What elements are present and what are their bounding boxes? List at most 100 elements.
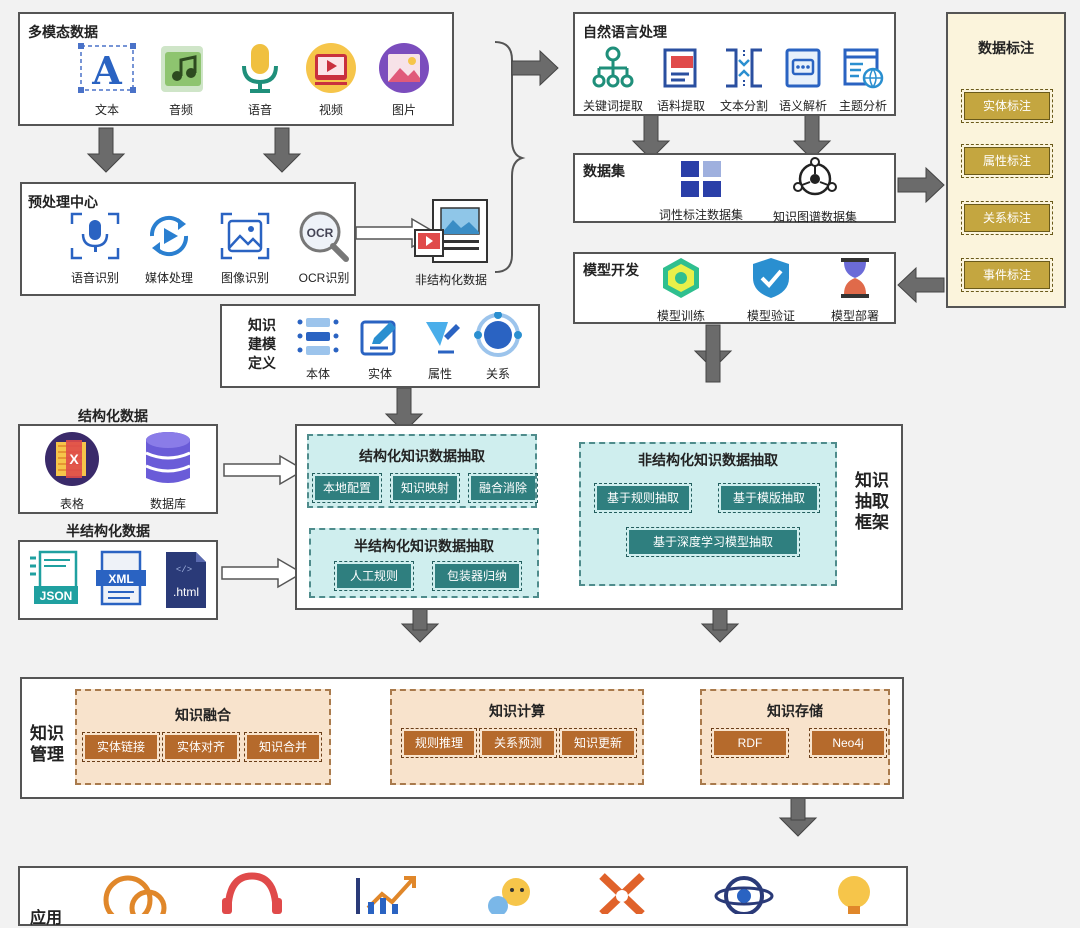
- knowledge-merge: 知识合并: [244, 732, 322, 762]
- ontology-list-icon: [297, 318, 339, 355]
- annotation-attribute: 属性标注: [961, 144, 1053, 178]
- html-file-icon: </> .html: [166, 552, 206, 608]
- kg-schema-title: 知识 建模 定义: [248, 317, 276, 371]
- annotation-event: 事件标注: [961, 258, 1053, 292]
- chat-bubbles-icon: [103, 875, 167, 914]
- text-icon: A: [78, 43, 136, 93]
- fusion-elimination: 融合消除: [468, 473, 538, 503]
- database-item: 数据库: [136, 430, 200, 512]
- extraction-framework-box: 结构化知识数据抽取 本地配置 知识映射 融合消除 半结构化知识数据抽取 人工规则…: [295, 424, 903, 610]
- model-deployment-label: 模型部署: [830, 309, 879, 323]
- model-dev-box: 模型开发 模型训练 模型验证 模型部署: [573, 252, 896, 324]
- arrow-down: [694, 324, 732, 370]
- media-processing-label: 媒体处理: [144, 271, 193, 285]
- kg-schema-box: 知识 建模 定义 本体 实体 属性: [220, 304, 540, 388]
- users-icon: [488, 878, 530, 914]
- annotation-entity: 实体标注: [961, 89, 1053, 123]
- wrapper-induction: 包装器归纳: [432, 561, 522, 591]
- knowledge-mapping: 知识映射: [390, 473, 460, 503]
- annotation-relation: 关系标注: [961, 201, 1053, 235]
- application-box: 应用: [18, 866, 908, 927]
- arrow-right: [223, 455, 305, 485]
- svg-text:OCR: OCR: [307, 226, 334, 240]
- model-validation-label: 模型验证: [746, 309, 795, 323]
- knowledge-update: 知识更新: [559, 728, 637, 758]
- attribute-pen-icon: [426, 322, 460, 354]
- arrow-right: [511, 50, 559, 86]
- pos-dataset-item: 词性标注数据集: [641, 161, 761, 223]
- knowledge-compute-title: 知识计算: [489, 703, 545, 719]
- training-hexagon-icon: [663, 258, 699, 298]
- structured-data-title: 结构化数据: [78, 408, 148, 424]
- audio-label: 音频: [168, 103, 193, 117]
- semi-extraction-panel: 半结构化知识数据抽取 人工规则 包装器归纳: [309, 528, 539, 598]
- entity-item: 实体: [356, 316, 404, 382]
- growth-chart-icon: [356, 876, 416, 914]
- chat-parse-icon: [785, 48, 821, 88]
- ocr-magnifier-icon: OCR: [299, 211, 349, 262]
- relation-label: 关系: [485, 367, 510, 381]
- keyword-extraction-label: 关键词提取: [582, 99, 643, 113]
- multimodal-title: 多模态数据: [28, 24, 98, 40]
- rdf-storage: RDF: [711, 728, 789, 758]
- entity-linking: 实体链接: [82, 732, 160, 762]
- preprocess-title: 预处理中心: [28, 194, 98, 210]
- local-config: 本地配置: [312, 473, 382, 503]
- shield-check-icon: [753, 258, 789, 298]
- multimodal-data-box: 多模态数据 A 文本 音频 语音: [18, 12, 454, 126]
- image-recognition-icon: [220, 212, 270, 260]
- brace: [494, 41, 526, 273]
- neo4j-storage: Neo4j: [809, 728, 887, 758]
- ocr-recognition-label: OCR识别: [298, 271, 350, 285]
- table-item: X 表格: [40, 430, 104, 512]
- model-training-label: 模型训练: [656, 309, 705, 323]
- ocr-recognition-item: OCR OCR识别: [286, 210, 362, 286]
- svg-text:</>: </>: [176, 565, 192, 575]
- grid-dataset-icon: [681, 161, 721, 197]
- split-icon: [726, 48, 762, 88]
- text-label: 文本: [94, 103, 119, 117]
- relation-item: 关系: [472, 311, 524, 382]
- image-recognition-item: 图像识别: [210, 210, 280, 286]
- attribute-item: 属性: [416, 316, 464, 382]
- svg-text:JSON: JSON: [40, 589, 73, 603]
- knowledge-graph-icon: [793, 157, 837, 196]
- arrow-down: [263, 127, 301, 173]
- rule-reasoning: 规则推理: [401, 728, 477, 758]
- semi-structured-box: JSON XML </> .html: [18, 540, 218, 620]
- svg-text:X: X: [69, 451, 79, 467]
- corpus-extraction-label: 语料提取: [656, 99, 705, 113]
- unstructured-extraction-panel: 非结构化知识数据抽取 基于规则抽取 基于模版抽取 基于深度学习模型抽取: [579, 442, 837, 586]
- knowledge-storage-panel: 知识存储 RDF Neo4j: [700, 689, 890, 785]
- crossroads-icon: [599, 873, 645, 914]
- topic-analysis-item: 主题分析: [831, 46, 895, 114]
- corpus-extraction-item: 语料提取: [647, 46, 715, 114]
- image-recognition-label: 图像识别: [220, 271, 269, 285]
- lightbulb-icon: [838, 876, 870, 914]
- video-icon: [306, 43, 356, 93]
- svg-text:A: A: [91, 48, 122, 93]
- unstructured-data-item: 非结构化数据: [406, 196, 496, 288]
- semantic-parsing-label: 语义解析: [778, 99, 827, 113]
- arrow-left: [897, 267, 945, 303]
- nlp-box: 自然语言处理 关键词提取 语料提取 文本分割 语义: [573, 12, 896, 116]
- speech-recognition-label: 语音识别: [70, 271, 119, 285]
- semi-structured-title: 半结构化数据: [66, 523, 150, 539]
- video-item: 视频: [296, 42, 366, 118]
- knowledge-management-box: 知识 管理 知识融合 实体链接 实体对齐 知识合并 知识计算 规则推理 关系预测…: [20, 677, 904, 799]
- template-based-extraction: 基于模版抽取: [718, 483, 820, 513]
- topic-analysis-label: 主题分析: [838, 99, 887, 113]
- pos-dataset-label: 词性标注数据集: [658, 208, 743, 222]
- extraction-framework-title: 知识 抽取 框架: [855, 471, 889, 532]
- ontology-label: 本体: [305, 367, 330, 381]
- microphone-icon: [242, 44, 278, 93]
- kg-dataset-item: 知识图谱数据集: [755, 157, 875, 225]
- ontology-item: 本体: [294, 316, 342, 382]
- entity-label: 实体: [367, 367, 392, 381]
- arrow-right: [221, 558, 303, 588]
- hierarchy-icon: [592, 46, 634, 88]
- relation-circle-icon: [474, 311, 522, 357]
- model-deployment-item: 模型部署: [815, 256, 895, 324]
- dataset-title: 数据集: [583, 163, 625, 179]
- arrow-down: [87, 127, 125, 173]
